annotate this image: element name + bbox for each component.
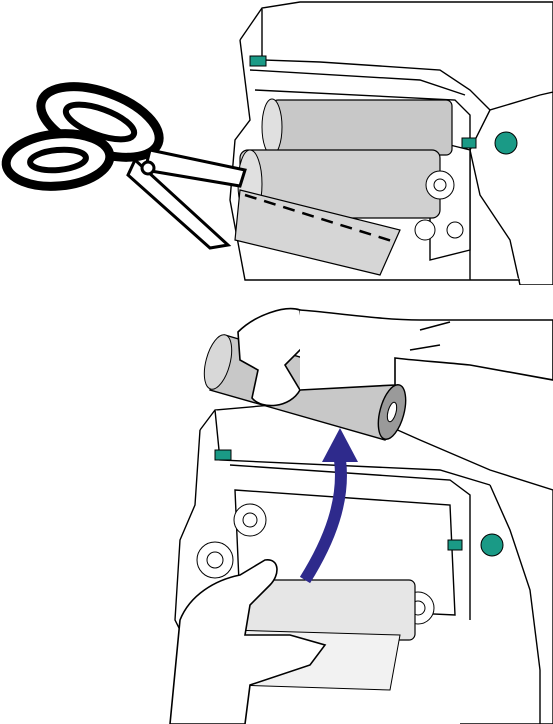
cut-ribbon-illustration	[0, 0, 553, 285]
scissors-icon	[4, 73, 245, 248]
cut-ribbon-svg	[0, 0, 553, 285]
remove-ribbon-illustration	[0, 290, 553, 724]
release-button-icon	[495, 132, 517, 154]
supply-roller	[262, 99, 452, 155]
remove-ribbon-svg	[0, 290, 553, 724]
release-button-icon	[481, 534, 503, 556]
latch-right-icon	[448, 540, 462, 550]
latch-left-icon	[250, 56, 266, 66]
latch-left-icon	[215, 450, 231, 460]
latch-right-icon	[462, 138, 476, 148]
